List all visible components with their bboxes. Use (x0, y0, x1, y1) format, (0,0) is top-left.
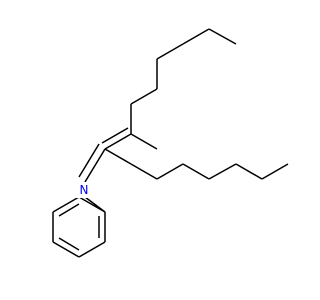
alkene-double-bond (101, 127, 132, 150)
phenyl-ring (52, 196, 106, 258)
imine-bond (78, 143, 132, 183)
heptyl-chain-top (130, 28, 237, 105)
structure-canvas: N (52, 28, 289, 258)
nitrogen-label: N (80, 183, 89, 197)
hexyl-chain-right (130, 163, 289, 180)
nitrogen-atom: N (76, 182, 92, 198)
methyl-branch (130, 104, 158, 150)
